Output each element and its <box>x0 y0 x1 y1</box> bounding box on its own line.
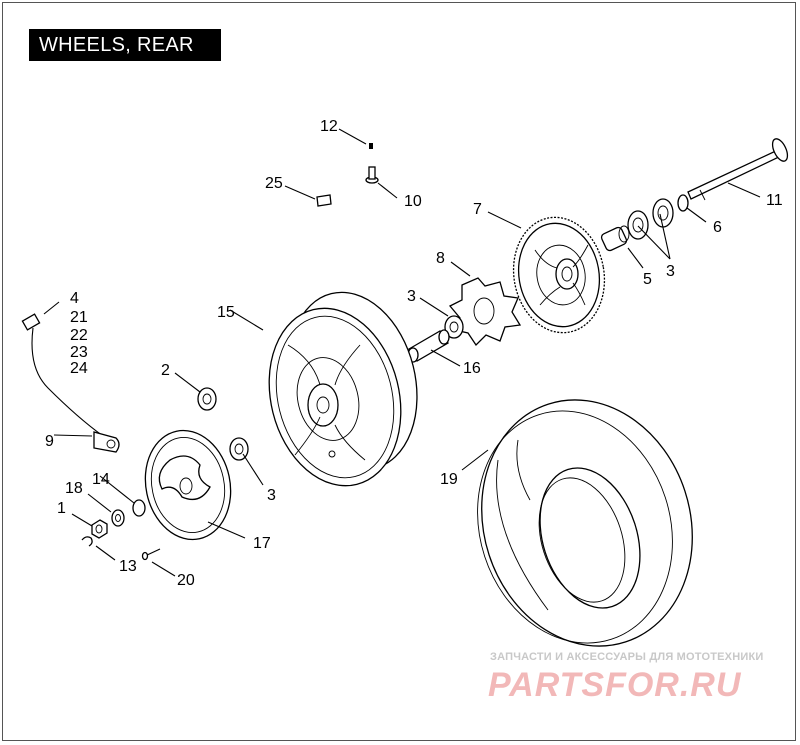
callout-8: 8 <box>436 250 445 267</box>
rear-tire <box>477 399 693 647</box>
callout-18: 18 <box>65 480 83 497</box>
callout-2: 2 <box>161 362 170 379</box>
callout-labels: 12 25 10 11 7 6 8 3 4 21 22 23 24 15 3 5… <box>45 118 783 589</box>
wheel-speed-sensor <box>21 313 120 453</box>
callout-22: 22 <box>70 327 88 344</box>
washer <box>111 509 125 527</box>
callout-23: 23 <box>70 344 88 361</box>
hub-bearing-right <box>444 315 464 339</box>
wheel-seal <box>197 387 217 411</box>
brake-rotor <box>144 429 232 541</box>
callout-10: 10 <box>404 193 422 210</box>
diagram-title: WHEELS, REAR <box>39 34 194 56</box>
rotor-screw <box>141 548 161 561</box>
callout-17: 17 <box>253 535 271 552</box>
callout-7: 7 <box>473 201 482 218</box>
axle-nut <box>91 519 108 539</box>
callout-6: 6 <box>713 219 722 236</box>
callout-15: 15 <box>217 304 235 321</box>
valve-cap <box>369 143 373 149</box>
valve-stem <box>365 166 379 184</box>
callout-20: 20 <box>177 572 195 589</box>
rear-pulley <box>512 216 606 334</box>
callout-3-top: 3 <box>407 288 416 305</box>
spacer-14 <box>132 499 146 517</box>
rear-axle <box>687 138 789 201</box>
axle-spacer <box>677 194 689 212</box>
retaining-clip <box>81 536 93 547</box>
rear-wheel-rim <box>268 291 418 487</box>
callout-25: 25 <box>265 175 283 192</box>
callout-21: 21 <box>70 309 88 326</box>
callout-24: 24 <box>70 360 88 377</box>
callout-3-pulley: 3 <box>666 263 675 280</box>
watermark-tagline: ЗАПЧАСТИ И АКСЕССУАРЫ ДЛЯ МОТОТЕХНИКИ <box>490 651 764 663</box>
pulley-spacer <box>600 225 630 252</box>
callout-16: 16 <box>463 360 481 377</box>
callout-11: 11 <box>766 192 783 209</box>
callout-3-left: 3 <box>267 487 276 504</box>
callout-14: 14 <box>92 471 110 488</box>
callout-9: 9 <box>45 433 54 450</box>
pulley-bearings <box>627 198 674 240</box>
callout-4: 4 <box>70 290 79 307</box>
cush-drive-damper <box>448 277 522 347</box>
callout-12: 12 <box>320 118 338 135</box>
watermark-brand: PARTSFOR.RU <box>488 666 742 704</box>
callout-5: 5 <box>643 271 652 288</box>
callout-1: 1 <box>57 500 66 517</box>
callout-19: 19 <box>440 471 458 488</box>
callout-13: 13 <box>119 558 137 575</box>
title-banner: WHEELS, REAR <box>29 29 221 61</box>
hub-spacer <box>407 329 450 363</box>
leader-lines <box>43 128 761 577</box>
balance-weight <box>316 194 332 207</box>
